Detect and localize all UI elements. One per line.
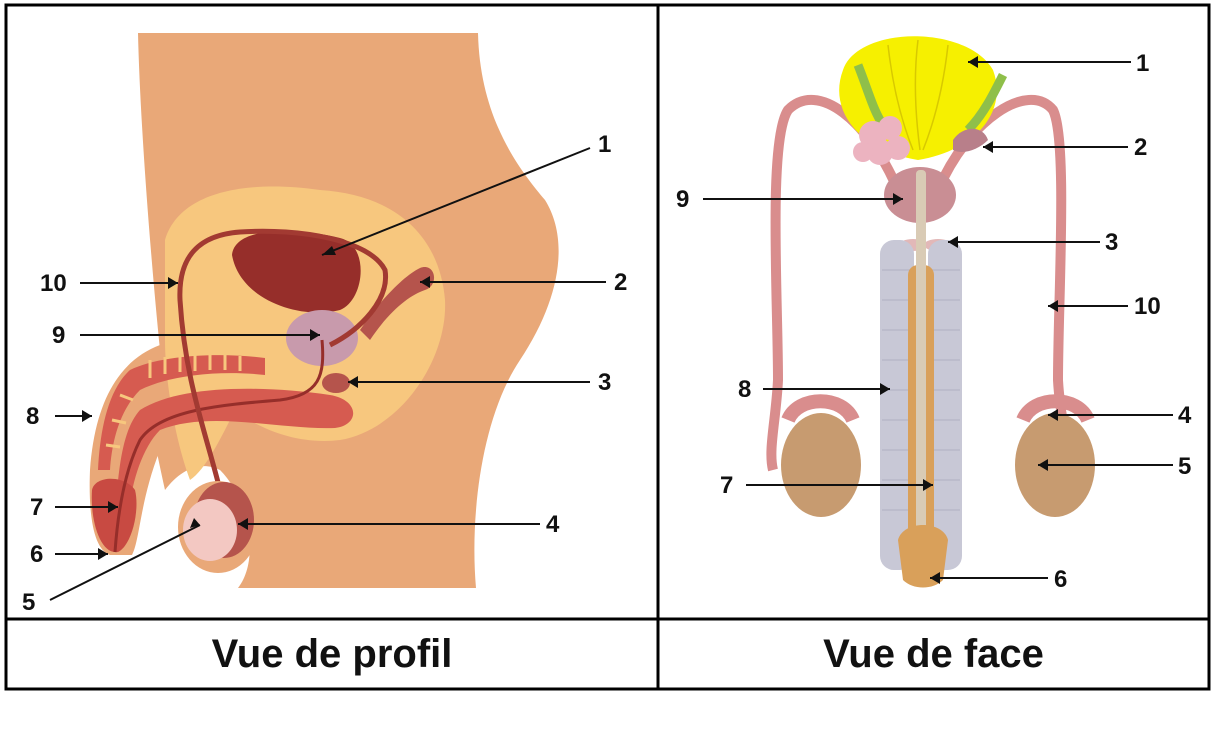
face-label-5: 5 xyxy=(1178,453,1191,480)
glans xyxy=(91,478,137,553)
vas-deferens xyxy=(177,228,389,491)
profile-label-4: 4 xyxy=(546,511,560,538)
vas-deferens-left xyxy=(766,94,903,472)
profile-label-9: 9 xyxy=(52,322,65,349)
urethra-front xyxy=(916,170,926,580)
corpus-cavernosum-left xyxy=(880,240,914,570)
corpus-spongiosum xyxy=(115,388,354,520)
glans-front xyxy=(898,525,948,588)
face-caption: Vue de face xyxy=(823,631,1044,676)
corpus-cavernosum xyxy=(98,355,265,470)
profile-label-8: 8 xyxy=(26,403,39,430)
face-label-1: 1 xyxy=(1136,50,1149,77)
face-label-9: 9 xyxy=(676,186,689,213)
profile-label-3: 3 xyxy=(598,369,611,396)
seminal-vesicle xyxy=(360,267,435,340)
face-label-10: 10 xyxy=(1134,293,1161,320)
profile-label-1: 1 xyxy=(598,131,611,158)
profile-label-7: 7 xyxy=(30,494,43,521)
testis xyxy=(183,499,237,561)
testis-left xyxy=(781,413,861,517)
face-label-4: 4 xyxy=(1178,402,1192,429)
face-label-6: 6 xyxy=(1054,566,1067,593)
urethra xyxy=(113,339,325,553)
profile-label-5: 5 xyxy=(22,589,35,616)
corpus-cavernosum-right xyxy=(928,240,962,570)
profile-view-illustration: 1 2 3 4 5 6 7 8 9 10 xyxy=(22,33,627,616)
face-label-3: 3 xyxy=(1105,229,1118,256)
face-label-2: 2 xyxy=(1134,134,1147,161)
epididymis-right xyxy=(1016,394,1095,424)
face-label-8: 8 xyxy=(738,376,751,403)
profile-caption: Vue de profil xyxy=(211,631,453,676)
front-view-illustration: 1 2 3 4 5 6 7 8 9 10 xyxy=(676,36,1192,593)
epididymis-left xyxy=(781,394,860,424)
profile-label-10: 10 xyxy=(40,270,67,297)
face-label-7: 7 xyxy=(720,472,733,499)
bulbourethral-gland xyxy=(322,373,350,393)
prostate xyxy=(286,310,358,366)
profile-label-6: 6 xyxy=(30,541,43,568)
profile-label-2: 2 xyxy=(614,269,627,296)
